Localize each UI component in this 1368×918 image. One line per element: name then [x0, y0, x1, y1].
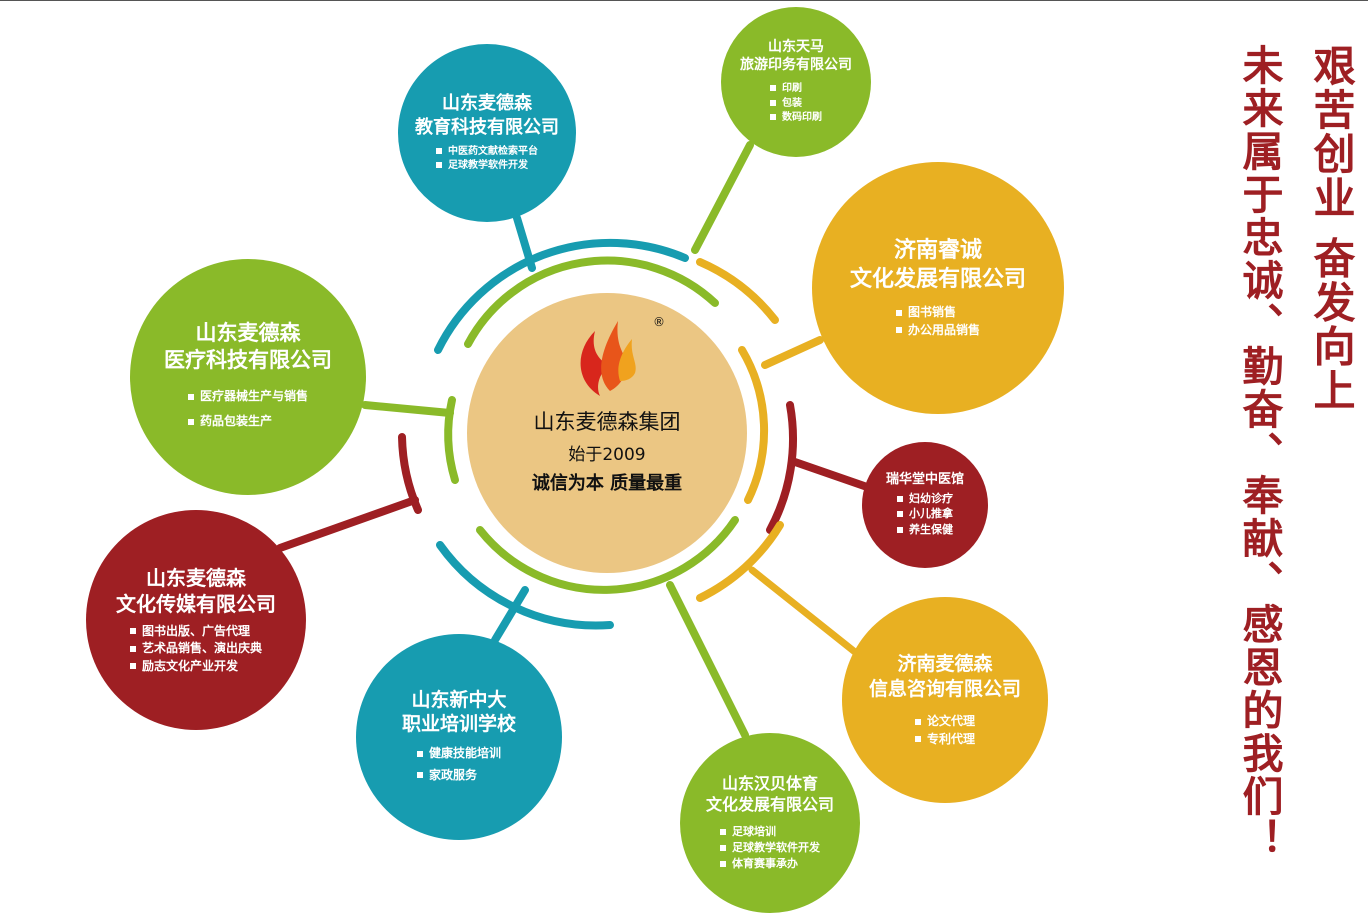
business-item: 足球教学软件开发 — [436, 159, 538, 174]
business-item: 中医药文献检索平台 — [436, 145, 538, 160]
company-title: 瑞华堂中医馆 — [885, 471, 964, 487]
connector-ruihuatang — [791, 458, 874, 492]
company-education-tech: 山东麦德森 教育科技有限公司 中医药文献检索平台足球教学软件开发 — [398, 44, 576, 222]
business-item: 医疗器械生产与销售 — [188, 384, 308, 409]
ring-arc-orange-bottom — [696, 521, 784, 602]
ring-arc-orange-right — [738, 346, 769, 504]
connector-xinzhongda — [491, 586, 529, 644]
business-item: 小儿推拿 — [897, 506, 953, 522]
connector-tianma — [691, 141, 754, 254]
business-item: 专利代理 — [915, 731, 975, 748]
ring-arc-red-left — [398, 433, 422, 514]
company-title: 山东汉贝体育 — [721, 774, 818, 794]
company-ruihuatang-clinic: 瑞华堂中医馆 妇幼诊疗小儿推拿养生保健 — [862, 442, 988, 568]
company-title: 教育科技有限公司 — [415, 116, 559, 138]
group-name: 山东麦德森集团 — [533, 410, 681, 434]
ring-arc-red-right — [766, 401, 798, 534]
company-title: 职业培训学校 — [401, 713, 516, 736]
flame-logo-icon — [580, 321, 636, 396]
business-item: 妇幼诊疗 — [897, 491, 953, 507]
top-border — [0, 0, 1368, 1]
company-tianma-printing: 山东天马 旅游印务有限公司 印刷包装数码印刷 — [721, 7, 871, 157]
company-title: 山东麦德森 — [195, 320, 301, 345]
company-title: 山东新中大 — [411, 688, 507, 711]
business-item: 包装 — [770, 97, 822, 112]
company-title: 济南麦德森 — [897, 652, 993, 675]
slogan-line-1: 艰苦创业 奋发向上 — [1307, 44, 1356, 413]
group-motto: 诚信为本 质量最重 — [531, 473, 683, 494]
slogan-line-2: 未来属于忠诚、勤奋、奉献、感恩的我们！ — [1235, 44, 1283, 861]
company-info-consulting: 济南麦德森 信息咨询有限公司 论文代理专利代理 — [842, 597, 1048, 803]
ring-arc-green-top — [464, 256, 719, 348]
company-title: 济南睿诚 — [893, 238, 982, 264]
ring-arc-orange-top — [696, 258, 779, 324]
business-item: 体育赛事承办 — [720, 856, 820, 872]
registered-mark: ® — [653, 315, 665, 329]
business-item: 足球教学软件开发 — [720, 840, 820, 856]
company-title: 山东麦德森 — [146, 565, 246, 590]
business-item: 健康技能培训 — [417, 743, 501, 765]
company-culture-media: 山东麦德森 文化传媒有限公司 图书出版、广告代理艺术品销售、演出庆典励志文化产业… — [86, 510, 306, 730]
connector-medical — [361, 401, 454, 417]
company-title: 山东麦德森 — [442, 93, 532, 115]
company-ruicheng-culture: 济南睿诚 文化发展有限公司 图书销售办公用品销售 — [812, 162, 1064, 414]
ring-arc-teal-top — [434, 238, 689, 354]
business-item: 图书销售 — [896, 304, 980, 321]
business-item: 足球培训 — [720, 824, 820, 840]
company-hanbei-sports: 山东汉贝体育 文化发展有限公司 足球培训足球教学软件开发体育赛事承办 — [680, 733, 860, 913]
business-item: 办公用品销售 — [896, 322, 980, 339]
business-item: 印刷 — [770, 82, 822, 97]
business-item: 论文代理 — [915, 713, 975, 730]
business-item: 数码印刷 — [770, 111, 822, 126]
business-item: 药品包装生产 — [188, 409, 308, 434]
company-medical-tech: 山东麦德森 医疗科技有限公司 医疗器械生产与销售药品包装生产 — [130, 259, 366, 495]
ring-arc-teal-bottom — [436, 541, 614, 630]
connector-hanbei — [666, 581, 749, 739]
company-title: 山东天马 — [768, 39, 824, 56]
company-title: 信息咨询有限公司 — [868, 677, 1021, 700]
founded-year: 始于2009 — [568, 445, 646, 465]
connector-media — [276, 496, 419, 552]
company-title: 文化传媒有限公司 — [116, 591, 276, 616]
business-item: 励志文化产业开发 — [130, 658, 262, 675]
company-xinzhongda-school: 山东新中大 职业培训学校 健康技能培训家政服务 — [356, 634, 562, 840]
company-title: 旅游印务有限公司 — [740, 57, 852, 74]
company-title: 文化发展有限公司 — [705, 795, 834, 815]
ring-arc-green-bottom — [476, 516, 739, 594]
ring-arc-green-left — [444, 396, 459, 484]
business-item: 家政服务 — [417, 765, 501, 787]
connector-ruicheng — [761, 336, 824, 369]
business-item: 养生保健 — [897, 522, 953, 538]
business-item: 艺术品销售、演出庆典 — [130, 640, 262, 657]
connector-info — [748, 566, 869, 664]
business-item: 图书出版、广告代理 — [130, 623, 262, 640]
center-group-circle: ® 山东麦德森集团 始于2009 诚信为本 质量最重 — [467, 293, 747, 573]
company-title: 文化发展有限公司 — [849, 266, 1026, 292]
company-title: 医疗科技有限公司 — [164, 347, 332, 372]
